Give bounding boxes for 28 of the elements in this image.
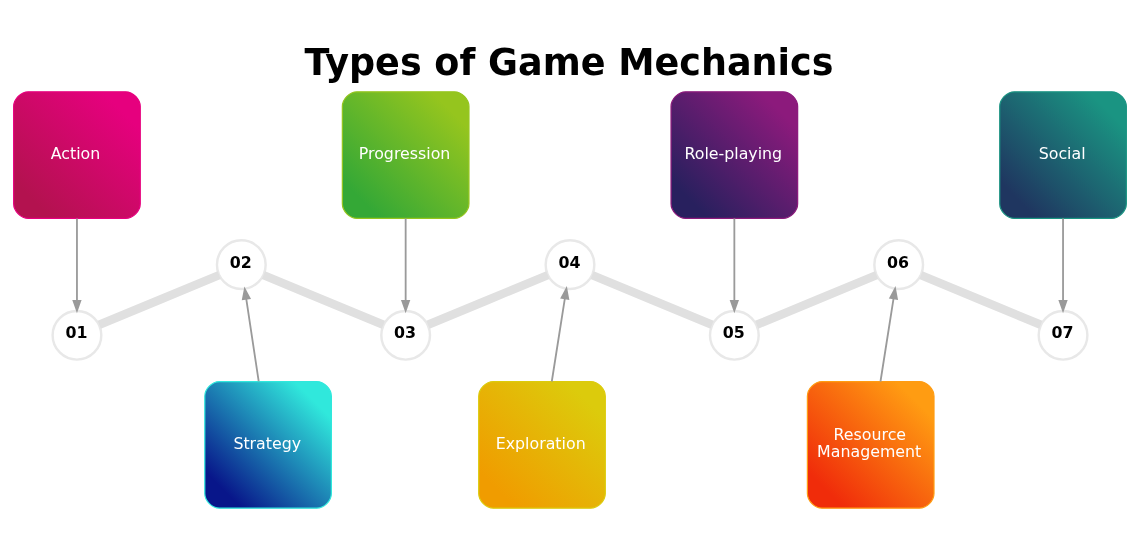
connector	[97, 271, 221, 329]
connector	[261, 271, 385, 329]
arrow	[729, 217, 740, 314]
node-circle: 01	[51, 309, 103, 361]
arrow	[550, 286, 570, 383]
connector	[590, 271, 714, 329]
node-circle: 03	[380, 309, 432, 361]
node-box: Strategy	[204, 380, 332, 509]
arrow	[241, 286, 260, 383]
node-circle: 05	[708, 309, 760, 361]
arrow	[879, 286, 899, 383]
node-box: Exploration	[478, 380, 606, 509]
node-box: Resource Management	[806, 380, 935, 509]
connector	[755, 271, 879, 329]
arrow	[1058, 217, 1068, 314]
node-box: Social	[999, 91, 1127, 219]
diagram-title: Types of Game Mechanics	[304, 40, 834, 84]
arrow	[72, 217, 82, 314]
node-box: Progression	[341, 91, 470, 219]
node-box: Role-playing	[670, 91, 799, 219]
node-circle: 02	[215, 239, 267, 291]
node-circle: 06	[873, 239, 925, 291]
node-box: Action	[13, 91, 141, 219]
connector	[919, 271, 1043, 329]
connector	[426, 271, 550, 329]
arrow	[400, 217, 411, 314]
node-circle: 04	[544, 239, 596, 291]
node-circle: 07	[1037, 309, 1089, 361]
